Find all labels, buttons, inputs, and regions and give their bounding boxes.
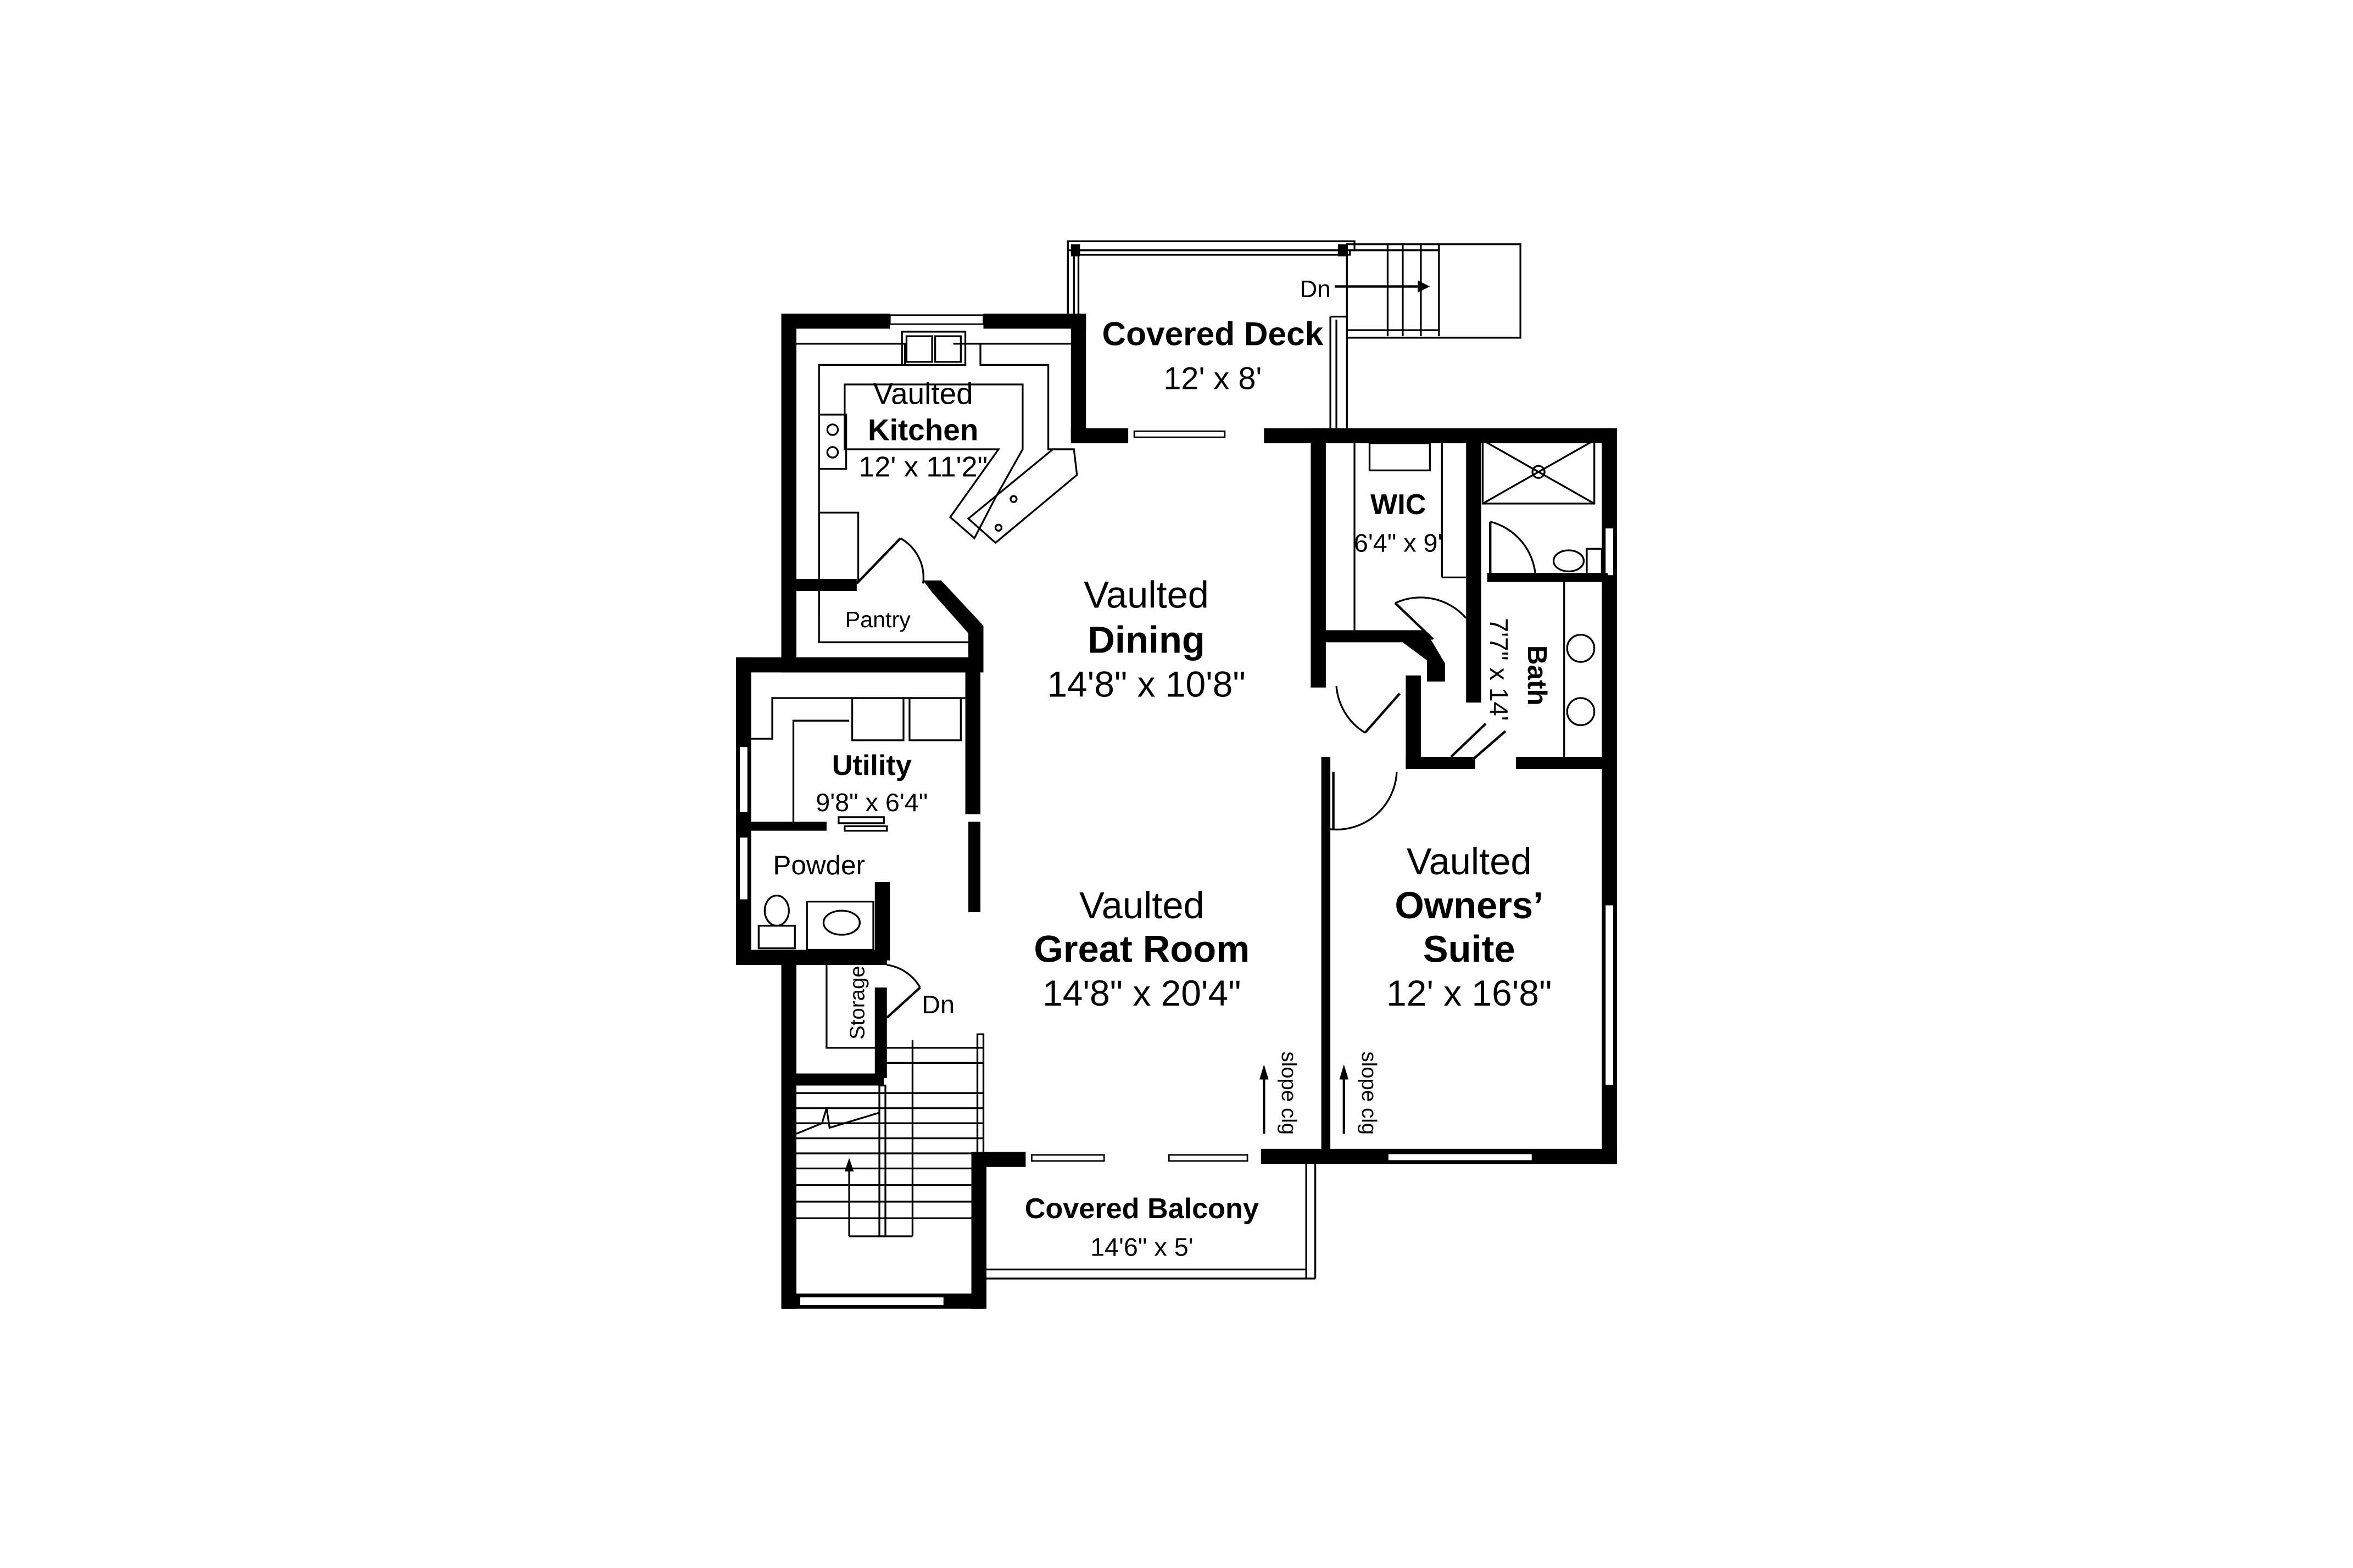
- arrow-up-icon: [844, 1158, 854, 1172]
- dining-prefix: Vaulted: [1084, 573, 1209, 616]
- owners-suite-size: 12' x 16'8": [1386, 973, 1552, 1013]
- covered-deck-size: 12' x 8': [1163, 361, 1262, 396]
- great-room-prefix: Vaulted: [1079, 884, 1205, 927]
- arrow-up-icon: [1259, 1064, 1269, 1080]
- utility-fixtures: [751, 697, 966, 1049]
- cooktop-icon: [818, 414, 847, 470]
- toilet-icon: [1552, 549, 1585, 573]
- covered-balcony: [983, 1164, 1317, 1280]
- covered-deck-name: Covered Deck: [1102, 315, 1323, 353]
- exterior-walls: [736, 314, 1617, 1309]
- kitchen-fixtures: [796, 331, 1078, 644]
- sink-icon: [1566, 697, 1596, 727]
- refrigerator-icon: [818, 511, 860, 583]
- wic-size: 6'4" x 9': [1354, 529, 1443, 557]
- great-room-slope-label: slope clg: [1277, 1051, 1301, 1135]
- kitchen-name: Kitchen: [868, 413, 978, 447]
- powder-name: Powder: [773, 850, 865, 880]
- utility-name: Utility: [832, 750, 912, 782]
- sink-icon: [1566, 634, 1596, 663]
- covered-balcony-size: 14'6" x 5': [1090, 1233, 1193, 1262]
- bath-name: Bath: [1522, 645, 1552, 706]
- owners-suite-prefix: Vaulted: [1407, 840, 1532, 883]
- toilet-icon: [763, 894, 790, 927]
- wic-name: WIC: [1370, 489, 1426, 521]
- bath-size: 7'7" x 14': [1485, 618, 1513, 721]
- covered-deck: Dn Covered Deck 12' x 8': [1067, 240, 1521, 430]
- covered-balcony-name: Covered Balcony: [1025, 1193, 1259, 1225]
- great-room-size: 14'8" x 20'4": [1042, 973, 1241, 1013]
- great-room-name: Great Room: [1034, 928, 1250, 970]
- interior-stairs: [796, 1033, 985, 1237]
- dining-name: Dining: [1088, 619, 1205, 661]
- wic-bath-walls: [1321, 434, 1608, 831]
- utility-size: 9'8" x 6'4": [816, 788, 928, 817]
- sink-icon: [822, 909, 861, 936]
- storage-name: Storage: [846, 966, 869, 1040]
- owners-suite-name-line2: Suite: [1423, 928, 1515, 970]
- kitchen-prefix: Vaulted: [873, 377, 973, 411]
- dryer-icon: [908, 697, 962, 741]
- arrow-right-icon: [1418, 280, 1430, 293]
- kitchen-size: 12' x 11'2": [858, 451, 988, 483]
- washer-icon: [851, 697, 905, 741]
- owners-suite-slope-label: slope clg: [1357, 1051, 1381, 1135]
- deck-stairs: [1335, 243, 1521, 339]
- deck-stairs-dn-label: Dn: [1300, 276, 1331, 303]
- shower-icon: [1481, 439, 1596, 505]
- pantry-name: Pantry: [845, 607, 911, 632]
- great-room-slope-annotation: slope clg: [1259, 1051, 1301, 1135]
- owners-suite-slope-annotation: slope clg: [1339, 1051, 1381, 1135]
- interior-stairs-dn-label: Dn: [922, 990, 955, 1019]
- arrow-up-icon: [1339, 1064, 1349, 1080]
- dining-size: 14'8" x 10'8": [1047, 663, 1245, 704]
- kitchen-sink-icon: [901, 331, 967, 366]
- owners-suite-name-line1: Owners’: [1395, 884, 1543, 927]
